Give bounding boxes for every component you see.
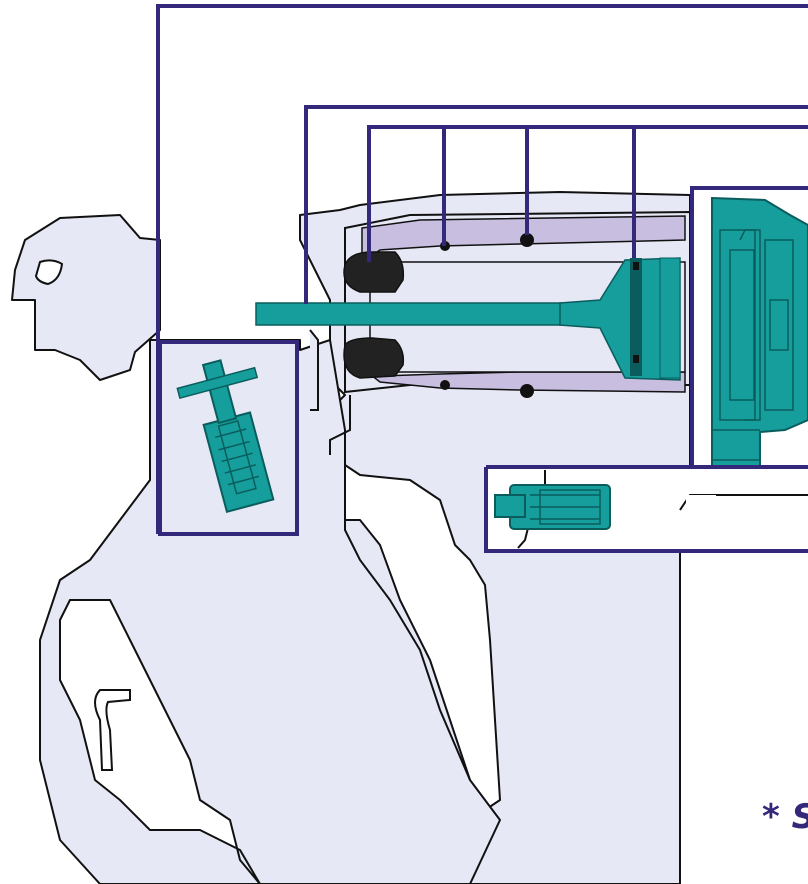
magazine-guide <box>309 329 319 411</box>
lower-bumper <box>343 337 405 379</box>
callout-lines <box>156 4 808 553</box>
footnote-text: * S <box>762 797 808 837</box>
upper-bumper <box>343 251 405 293</box>
trigger-valve-insert <box>160 342 297 534</box>
nose-opening <box>34 259 64 286</box>
handle-air-channel <box>329 395 471 781</box>
o-ring-seals <box>440 233 534 398</box>
driver-blade-and-piston <box>255 257 681 381</box>
pilot-valve-insert <box>486 467 808 884</box>
cap-valve-assembly <box>711 196 808 496</box>
grip-hook <box>94 689 131 771</box>
